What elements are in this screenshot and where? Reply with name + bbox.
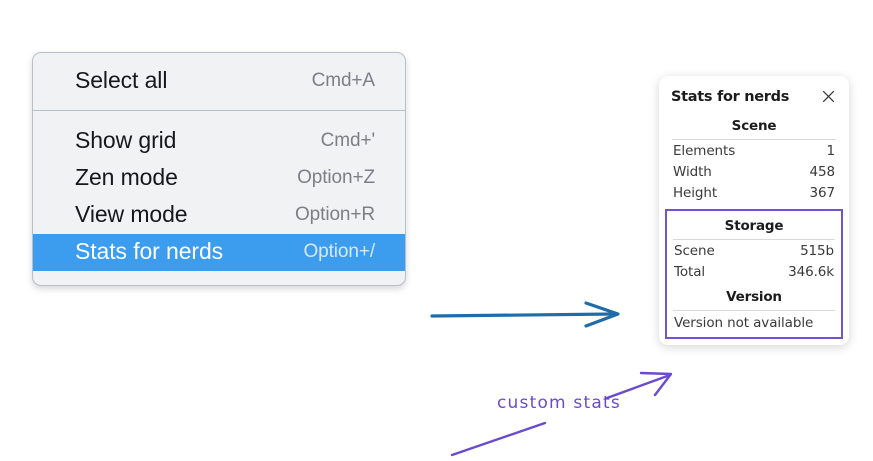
canvas-context-menu[interactable]: Select all Cmd+A Show grid Cmd+' Zen mod… bbox=[32, 52, 406, 286]
stats-section-version: Version Version not available bbox=[671, 282, 837, 333]
stats-row: Total 346.6k bbox=[671, 261, 837, 282]
purple-underline-stroke bbox=[450, 421, 547, 457]
menu-item-label: Zen mode bbox=[75, 164, 178, 190]
stats-section-storage: Storage Scene 515b Total 346.6k bbox=[671, 211, 837, 282]
annotation-label-custom-stats: custom stats bbox=[497, 393, 621, 413]
stats-row-value: 458 bbox=[809, 164, 836, 180]
stats-row-value: 367 bbox=[809, 185, 836, 201]
menu-item-shortcut: Option+Z bbox=[297, 166, 375, 188]
section-heading: Storage bbox=[724, 218, 784, 234]
stats-row: Scene 515b bbox=[671, 240, 837, 261]
section-divider bbox=[673, 310, 835, 311]
stats-row-key: Elements bbox=[673, 143, 736, 159]
section-heading: Scene bbox=[731, 118, 777, 134]
stats-panel-titlebar: Stats for nerds bbox=[670, 86, 838, 111]
stats-section-scene: Scene Elements 1 Width 458 Height 367 bbox=[670, 111, 838, 203]
menu-item-shortcut: Cmd+' bbox=[320, 129, 375, 151]
stats-row-key: Scene bbox=[674, 243, 715, 259]
section-divider bbox=[672, 139, 836, 140]
stats-row: Elements 1 bbox=[670, 140, 838, 161]
stats-row: Width 458 bbox=[670, 161, 838, 182]
menu-group-view: Show grid Cmd+' Zen mode Option+Z View m… bbox=[33, 111, 405, 285]
section-divider bbox=[673, 239, 835, 240]
menu-item-select-all[interactable]: Select all Cmd+A bbox=[33, 63, 405, 100]
stats-row: Height 367 bbox=[670, 182, 838, 203]
menu-item-view-mode[interactable]: View mode Option+R bbox=[33, 197, 405, 234]
menu-item-stats-for-nerds[interactable]: Stats for nerds Option+/ bbox=[33, 234, 405, 271]
menu-item-zen-mode[interactable]: Zen mode Option+Z bbox=[33, 160, 405, 197]
stats-panel-title: Stats for nerds bbox=[671, 88, 790, 105]
menu-item-shortcut: Option+R bbox=[295, 203, 375, 225]
menu-item-label: Select all bbox=[75, 67, 168, 93]
stats-row-value: 1 bbox=[826, 143, 836, 159]
menu-item-label: View mode bbox=[75, 201, 188, 227]
menu-item-label: Stats for nerds bbox=[75, 238, 224, 264]
stats-row-key: Height bbox=[673, 185, 718, 201]
stats-row-value: 346.6k bbox=[788, 264, 834, 280]
version-status-text: Version not available bbox=[674, 315, 814, 331]
menu-item-shortcut: Cmd+A bbox=[311, 69, 375, 91]
menu-item-label: Show grid bbox=[75, 127, 177, 153]
stats-row-key: Total bbox=[674, 264, 706, 280]
blue-flow-arrow bbox=[430, 301, 620, 328]
close-icon[interactable] bbox=[820, 88, 837, 105]
section-heading: Version bbox=[726, 289, 782, 305]
stats-row-key: Width bbox=[673, 164, 712, 180]
menu-item-show-grid[interactable]: Show grid Cmd+' bbox=[33, 123, 405, 160]
menu-group-selection: Select all Cmd+A bbox=[33, 53, 405, 111]
stats-row-value: 515b bbox=[800, 243, 834, 259]
menu-item-shortcut: Option+/ bbox=[303, 240, 375, 262]
purple-callout-arrow bbox=[605, 371, 673, 400]
custom-stats-highlight-box: Storage Scene 515b Total 346.6k Version … bbox=[665, 209, 843, 339]
stats-for-nerds-panel: Stats for nerds Scene Elements 1 Width 4… bbox=[659, 76, 849, 345]
